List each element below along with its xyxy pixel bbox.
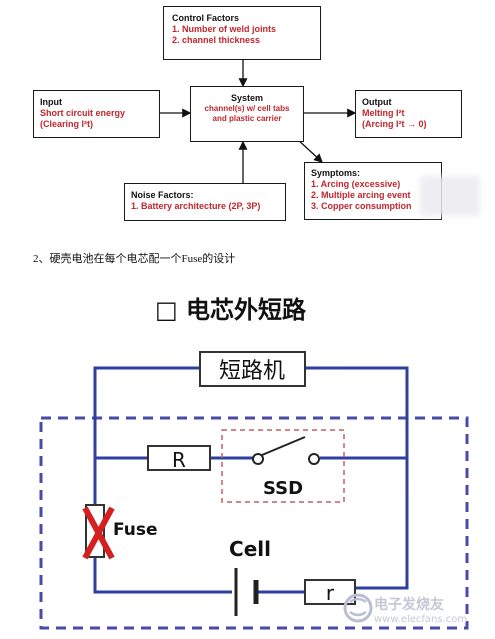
system-line: and plastic carrier (212, 114, 282, 123)
system-box: System channel(s) w/ cell tabs and plast… (190, 86, 304, 142)
ssd-label: SSD (263, 478, 303, 499)
noise-factor-item: 1. Battery architecture (2P, 3P) (131, 201, 261, 211)
short-circuit-machine-box (199, 351, 306, 387)
control-factor-item: 1. Number of weld joints (172, 24, 277, 34)
watermark-logo-icon (343, 593, 373, 623)
watermark-logo-icon (349, 597, 367, 617)
section-caption: 2、硬壳电池在每个电芯配一个Fuse的设计 (33, 253, 236, 265)
symptom-item: 2. Multiple arcing event (311, 190, 411, 200)
noise-factors-box: Noise Factors: 1. Battery architecture (… (124, 183, 286, 221)
resistor-R (147, 445, 211, 471)
output-title: Output (362, 97, 392, 107)
circuit-heading: □ 电芯外短路 (155, 296, 307, 324)
resistor-r-label: r (326, 581, 335, 605)
input-box: Input Short circuit energy (Clearing I²t… (33, 90, 160, 138)
switch-contact (308, 453, 320, 465)
control-factor-item: 2. channel thickness (172, 35, 261, 45)
watermark-url: www.elecfans.com (374, 614, 468, 625)
input-title: Input (40, 97, 62, 107)
cell-label: Cell (229, 537, 271, 561)
watermark-text: 电子发烧友 (374, 597, 444, 613)
symptoms-box: Symptoms: 1. Arcing (excessive) 2. Multi… (304, 162, 442, 220)
fuse-label: Fuse (113, 520, 158, 540)
input-line: Short circuit energy (40, 108, 126, 118)
watermark-smudge (420, 176, 480, 216)
switch-contact (252, 453, 264, 465)
fuse-cross-mark (82, 506, 115, 560)
ssd-switch-dashed-box (221, 429, 345, 503)
symptoms-title: Symptoms: (311, 168, 361, 178)
output-line: (Arcing I²t → 0) (362, 119, 427, 129)
input-line: (Clearing I²t) (40, 119, 93, 129)
output-box: Output Melting I²t (Arcing I²t → 0) (355, 90, 462, 138)
system-title: System (230, 93, 264, 103)
short-circuit-machine-label: 短路机 (219, 359, 285, 384)
system-line: channel(s) w/ cell tabs (204, 104, 290, 113)
switch-blade (261, 436, 306, 456)
noise-factors-title: Noise Factors: (131, 190, 194, 200)
arrow-system-to-symptoms (295, 137, 323, 163)
control-factors-box: Control Factors 1. Number of weld joints… (163, 6, 321, 60)
symptom-item: 3. Copper consumption (311, 201, 412, 211)
control-factors-title: Control Factors (172, 13, 240, 23)
resistor-R-label: R (172, 448, 186, 472)
symptom-item: 1. Arcing (excessive) (311, 179, 401, 189)
output-line: Melting I²t (362, 108, 405, 118)
cell-enclosure-dashed (39, 416, 469, 630)
